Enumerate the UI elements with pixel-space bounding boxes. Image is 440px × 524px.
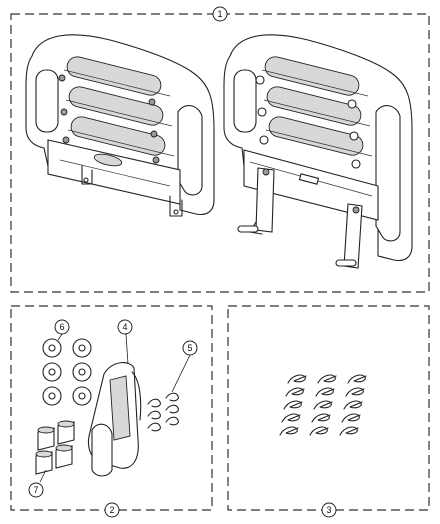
- svg-text:3: 3: [326, 505, 331, 515]
- svg-text:6: 6: [59, 322, 64, 332]
- clip: [315, 387, 335, 397]
- headboard-right: [223, 34, 413, 269]
- headboard-left: [25, 34, 215, 217]
- callout-3: 3: [321, 502, 337, 518]
- washers: [42, 338, 92, 406]
- callout-5: 5: [182, 340, 198, 356]
- kit-frame-3: [227, 305, 430, 511]
- clip: [287, 374, 307, 384]
- clip: [339, 426, 359, 436]
- callout-7: 7: [28, 482, 44, 498]
- clip: [309, 426, 329, 436]
- clip-grid: [279, 374, 367, 436]
- bracket-clip: [87, 362, 142, 477]
- callout-4: 4: [117, 319, 133, 335]
- callout-6: 6: [54, 319, 70, 335]
- svg-text:4: 4: [122, 322, 127, 332]
- assembly-frame-1: [10, 13, 430, 293]
- clip: [317, 374, 337, 384]
- callout-2: 2: [104, 502, 120, 518]
- clip: [283, 400, 303, 410]
- clip: [343, 400, 363, 410]
- clip: [285, 387, 305, 397]
- spacers: [35, 420, 75, 475]
- clip: [313, 400, 333, 410]
- clip: [311, 413, 331, 423]
- svg-text:5: 5: [187, 343, 192, 353]
- callout-1: 1: [212, 6, 228, 22]
- clip: [279, 426, 299, 436]
- svg-text:1: 1: [217, 9, 222, 19]
- clip: [341, 413, 361, 423]
- svg-text:2: 2: [109, 505, 114, 515]
- clip: [345, 387, 365, 397]
- clip: [281, 413, 301, 423]
- svg-text:7: 7: [33, 485, 38, 495]
- clip: [347, 374, 367, 384]
- small-clips: [147, 392, 179, 432]
